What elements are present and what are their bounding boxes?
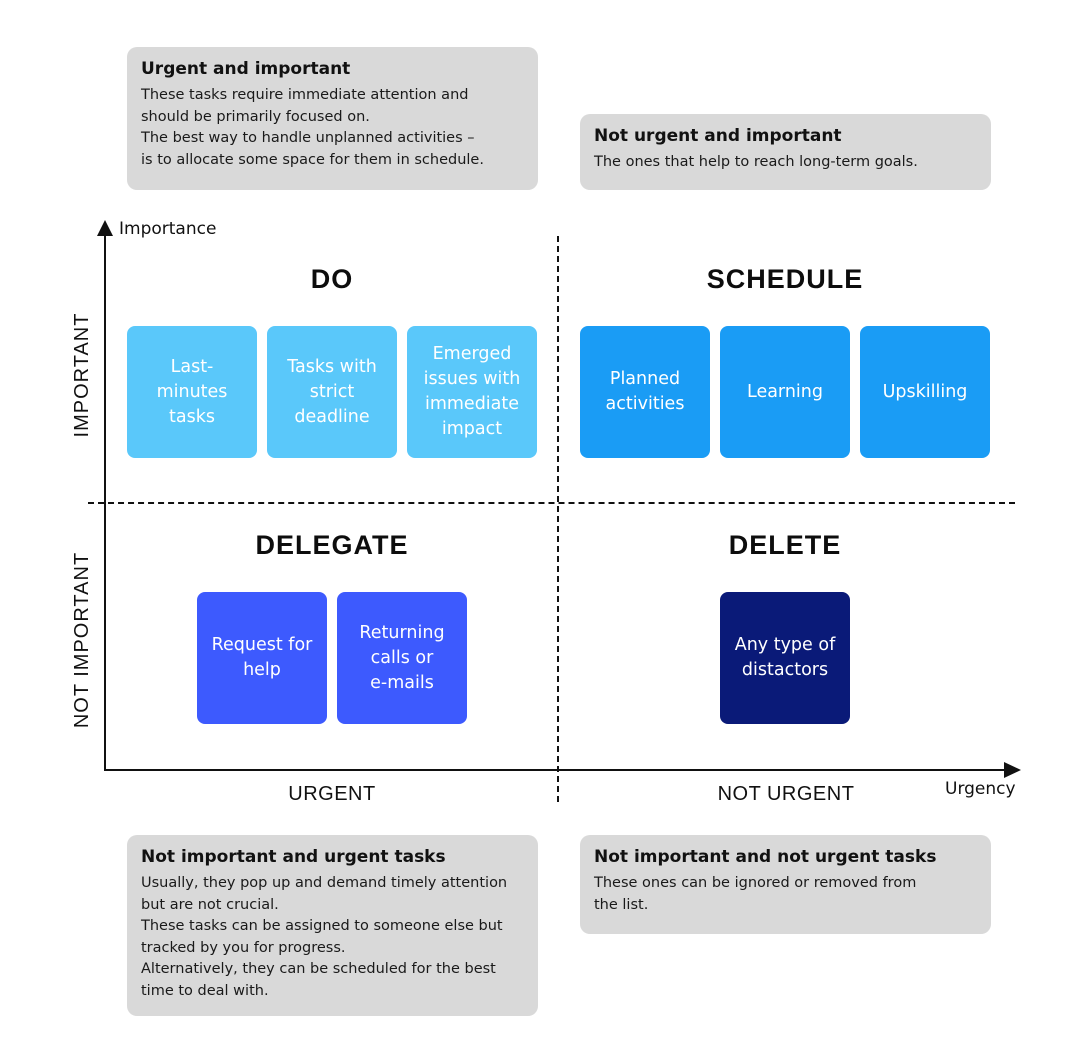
note-line: tracked by you for progress. bbox=[141, 939, 346, 956]
note-line: These tasks can be assigned to someone e… bbox=[141, 918, 503, 934]
horizontal-divider bbox=[88, 502, 1015, 504]
card-line: Returning bbox=[359, 622, 445, 643]
x-category-urgent: URGENT bbox=[288, 783, 376, 805]
y-axis-name: Importance bbox=[119, 219, 217, 239]
x-category-not-urgent: NOT URGENT bbox=[717, 783, 855, 805]
note-not-important-not-urgent: Not important and not urgent tasks These… bbox=[580, 835, 991, 934]
task-card: Tasks with strict deadline bbox=[267, 326, 397, 458]
task-card: Emerged issues with immediate impact bbox=[407, 326, 537, 458]
x-axis-name: Urgency bbox=[945, 779, 1016, 799]
card-line: e-mails bbox=[370, 672, 434, 693]
card-line: Tasks with bbox=[287, 356, 377, 377]
urgency-axis bbox=[104, 769, 1006, 771]
note-title: Not important and not urgent tasks bbox=[594, 847, 937, 867]
note-line: is to allocate some space for them in sc… bbox=[141, 151, 484, 168]
quadrant-title-schedule: SCHEDULE bbox=[706, 264, 864, 294]
note-title: Not important and urgent tasks bbox=[141, 847, 446, 867]
note-line: but are not crucial. bbox=[141, 896, 279, 913]
note-line: should be primarily focused on. bbox=[141, 108, 370, 125]
card-line: Last- bbox=[170, 356, 214, 377]
card-line: strict bbox=[309, 381, 355, 402]
note-line: Alternatively, they can be scheduled for… bbox=[141, 961, 496, 977]
card-line: tasks bbox=[169, 406, 215, 427]
card-line: Emerged bbox=[432, 344, 512, 364]
quadrant-title-do: DO bbox=[310, 264, 354, 294]
card-line: deadline bbox=[294, 406, 370, 427]
note-line: These ones can be ignored or removed fro… bbox=[594, 875, 917, 891]
y-category-important: IMPORTANT bbox=[71, 312, 93, 438]
card-line: distactors bbox=[741, 660, 829, 680]
card-line: help bbox=[243, 660, 281, 680]
importance-axis bbox=[104, 232, 106, 771]
vertical-divider bbox=[557, 236, 559, 802]
note-title: Urgent and important bbox=[141, 59, 351, 79]
card-line: minutes bbox=[156, 381, 228, 402]
card-line: Any type of bbox=[734, 635, 836, 655]
task-card: Returning calls or e-mails bbox=[337, 592, 467, 724]
arrow-right-icon bbox=[1004, 762, 1021, 778]
note-line: Usually, they pop up and demand timely a… bbox=[141, 875, 508, 891]
card-line: Request for bbox=[211, 635, 313, 655]
card-line: Planned bbox=[609, 369, 681, 389]
task-card: Upskilling bbox=[860, 326, 990, 458]
arrow-up-icon bbox=[97, 220, 113, 236]
task-card: Request for help bbox=[197, 592, 327, 724]
card-line: issues with bbox=[423, 369, 521, 389]
note-not-urgent-important: Not urgent and important The ones that h… bbox=[580, 114, 991, 190]
note-line: time to deal with. bbox=[141, 982, 269, 999]
note-line: The ones that help to reach long-term go… bbox=[594, 154, 918, 170]
card-line: immediate bbox=[424, 394, 520, 414]
card-line: Learning bbox=[747, 381, 823, 402]
note-urgent-important: Urgent and important These tasks require… bbox=[127, 47, 538, 190]
task-card: Learning bbox=[720, 326, 850, 458]
card-line: calls or bbox=[370, 647, 434, 668]
y-category-not-important: NOT IMPORTANT bbox=[71, 551, 93, 729]
note-line: These tasks require immediate attention … bbox=[141, 87, 469, 103]
quadrant-title-delegate: DELEGATE bbox=[255, 530, 409, 560]
task-card: Planned activities bbox=[580, 326, 710, 458]
quadrant-title-delete: DELETE bbox=[728, 530, 842, 560]
note-line: The best way to handle unplanned activit… bbox=[141, 130, 475, 146]
card-line: activities bbox=[605, 394, 685, 414]
task-card: Any type of distactors bbox=[720, 592, 850, 724]
card-line: impact bbox=[441, 419, 503, 439]
note-line: the list. bbox=[594, 896, 649, 913]
note-not-important-urgent: Not important and urgent tasks Usually, … bbox=[127, 835, 538, 1016]
task-card: Last- minutes tasks bbox=[127, 326, 257, 458]
card-line: Upskilling bbox=[882, 381, 968, 402]
note-title: Not urgent and important bbox=[594, 126, 842, 146]
